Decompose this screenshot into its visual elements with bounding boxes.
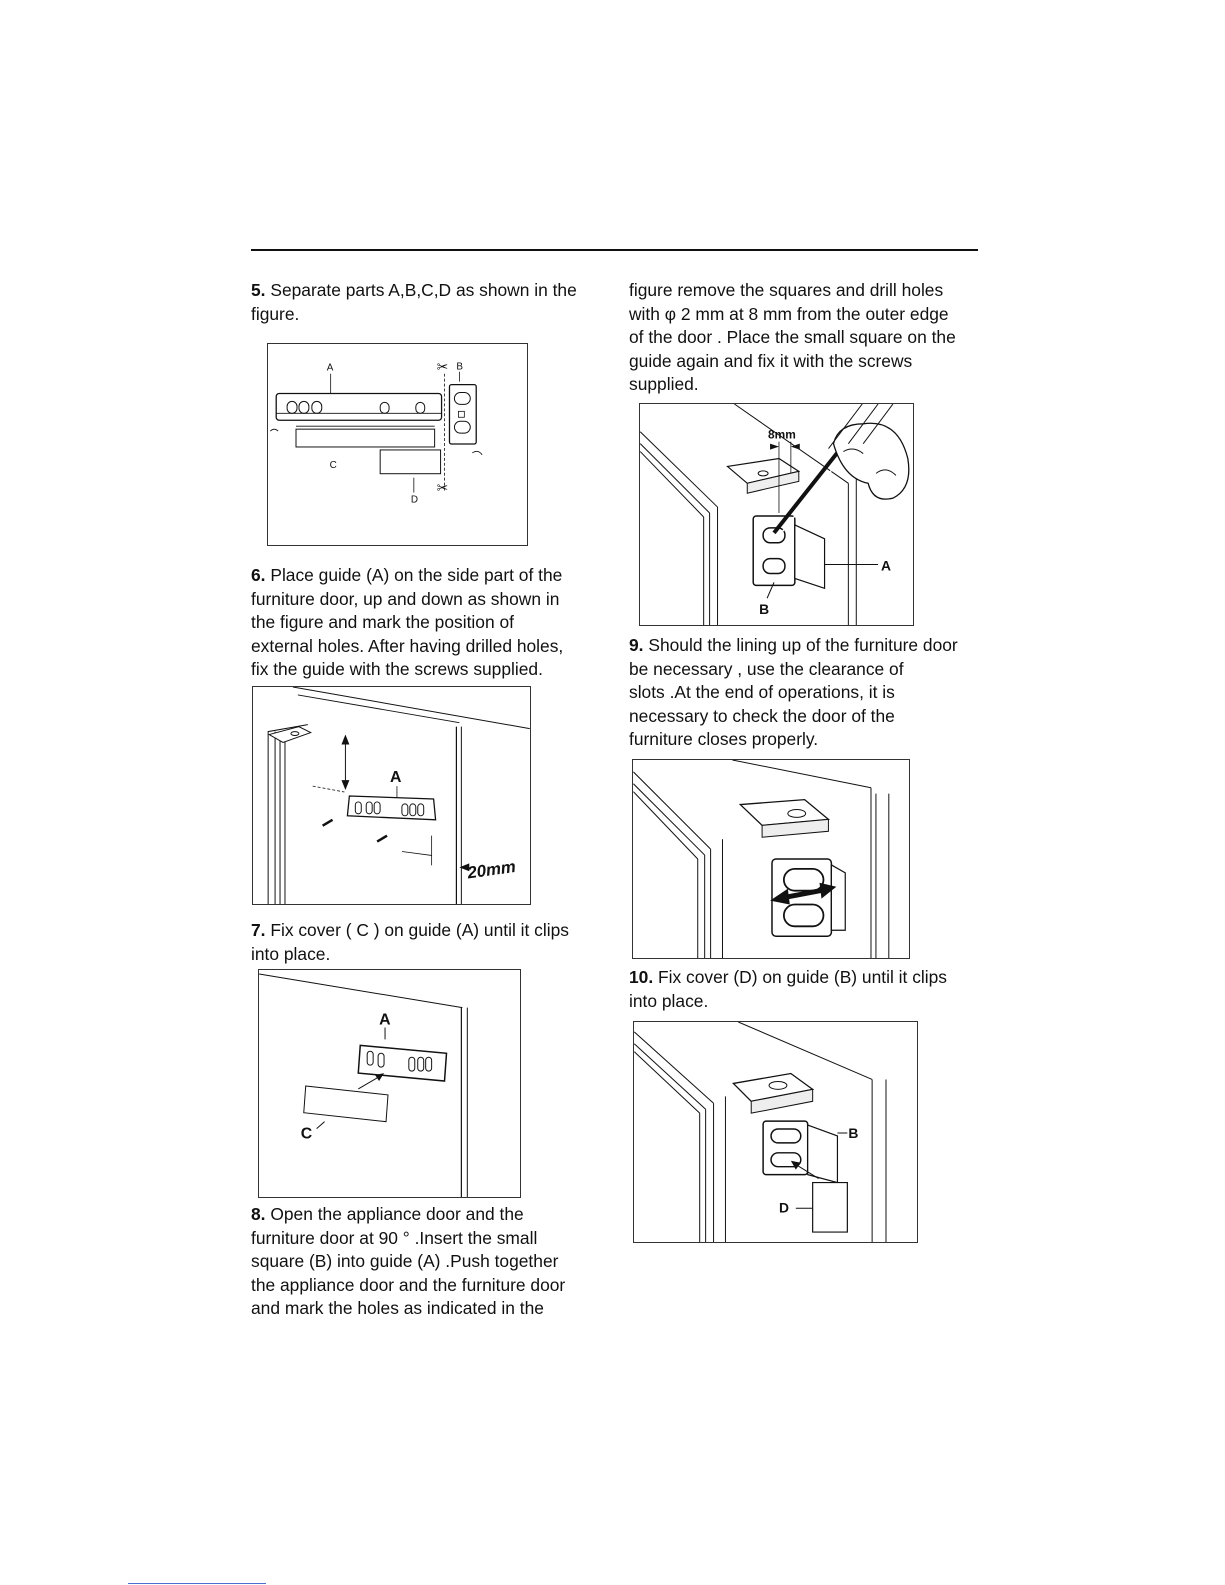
figure-fix-cover-d: B D (633, 1021, 918, 1243)
svg-text:B: B (456, 362, 463, 373)
step-8-text: 8. Open the appliance door and the furni… (251, 1204, 566, 1319)
svg-text:A: A (390, 769, 402, 786)
svg-text:A: A (379, 1012, 391, 1029)
svg-text:✂: ✂ (437, 480, 449, 496)
step-5-text: 5. Separate parts A,B,C,D as shown in th… (251, 280, 577, 324)
svg-text:A: A (327, 363, 334, 374)
step-10-text: 10. Fix cover (D) on guide (B) until it … (629, 967, 947, 1011)
svg-text:C: C (301, 1126, 313, 1143)
step-6-text: 6. Place guide (A) on the side part of t… (251, 565, 564, 680)
svg-text:8mm: 8mm (768, 428, 796, 442)
figure-separate-parts: A B C D ✂ ✂ (267, 343, 528, 546)
figure-place-guide: 50mm A 20mm (252, 686, 531, 905)
svg-text:D: D (779, 1199, 789, 1215)
svg-text:B: B (848, 1125, 858, 1141)
step-9-text: 9. Should the lining up of the furniture… (629, 635, 958, 750)
svg-text:C: C (330, 460, 337, 471)
svg-text:B: B (759, 601, 769, 617)
figure-fix-cover-c: A C (258, 969, 521, 1198)
figure-slot-clearance (632, 759, 910, 959)
svg-text:20mm: 20mm (465, 857, 517, 883)
footer-link-underline (128, 1583, 266, 1584)
step-8-continued-text: figure remove the squares and drill hole… (629, 280, 956, 395)
figure-drill-holes: 8mm A B (639, 403, 914, 626)
svg-text:✂: ✂ (437, 359, 449, 375)
step-7-text: 7. Fix cover ( C ) on guide (A) until it… (251, 920, 569, 964)
header-rule (251, 249, 978, 251)
svg-text:D: D (411, 494, 418, 505)
svg-text:A: A (881, 557, 891, 573)
